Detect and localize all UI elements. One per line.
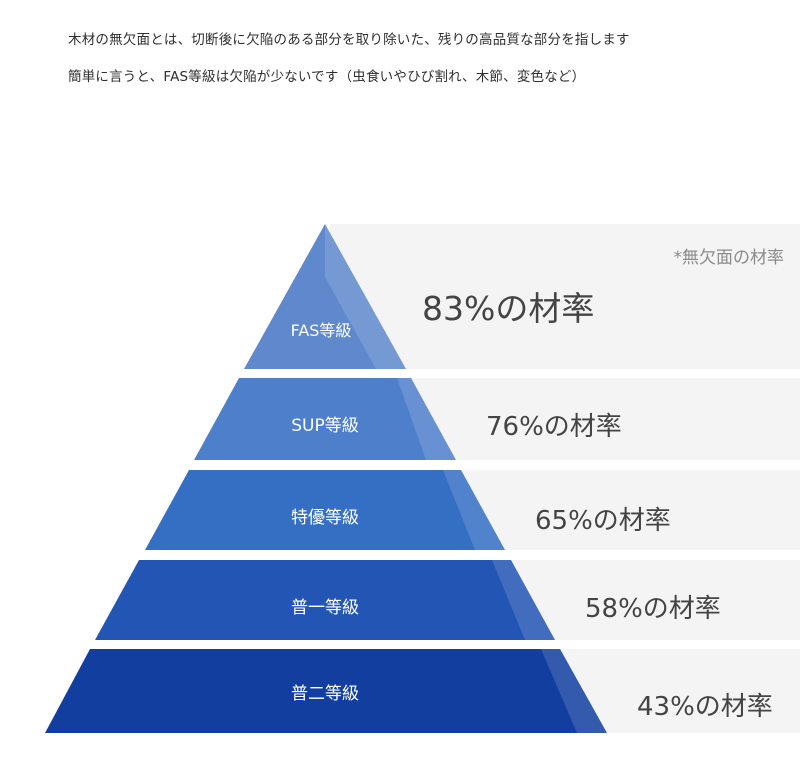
rate-label-tokuyu: 65%の材率 — [535, 506, 671, 536]
rate-label-fas: 83%の材率 — [422, 289, 595, 328]
rate-panel-sup — [405, 378, 800, 460]
rate-label-futsu1: 58%の材率 — [585, 594, 721, 624]
tier-label-fas: FAS等級 — [290, 321, 352, 340]
intro-text-line-1: 木材の無欠面とは、切断後に欠陥のある部分を取り除いた、残りの高品質な部分を指しま… — [68, 32, 630, 48]
rate-label-sup: 76%の材率 — [486, 412, 622, 442]
pyramid-tier-fas — [244, 224, 406, 369]
intro-text-line-2: 簡単に言うと、FAS等級は欠陥が少ないです（虫食いやひび割れ、木節、変色など） — [68, 69, 586, 85]
legend-note: *無欠面の材率 — [673, 248, 785, 268]
rate-panel-fas — [330, 224, 800, 369]
pyramid-tier-futsu1 — [95, 560, 555, 640]
tier-highlight-sup — [397, 378, 456, 460]
tier-highlight-futsu1 — [492, 560, 555, 640]
tier-highlight-futsu2 — [541, 649, 607, 733]
tier-label-tokuyu: 特優等級 — [291, 508, 359, 528]
pyramid-tier-futsu2 — [45, 649, 607, 733]
pyramid-tier-tokuyu — [145, 470, 505, 550]
tier-label-futsu2: 普二等級 — [291, 684, 359, 704]
rate-panel-tokuyu — [455, 470, 800, 550]
rate-label-futsu2: 43%の材率 — [637, 692, 773, 722]
tier-highlight-tokuyu — [443, 470, 505, 550]
pyramid-tier-sup — [194, 378, 456, 460]
tier-highlight-fas — [325, 224, 406, 369]
tier-label-sup: SUP等級 — [291, 416, 359, 436]
rate-panel-futsu1 — [500, 560, 800, 640]
tier-label-futsu1: 普一等級 — [291, 598, 359, 618]
